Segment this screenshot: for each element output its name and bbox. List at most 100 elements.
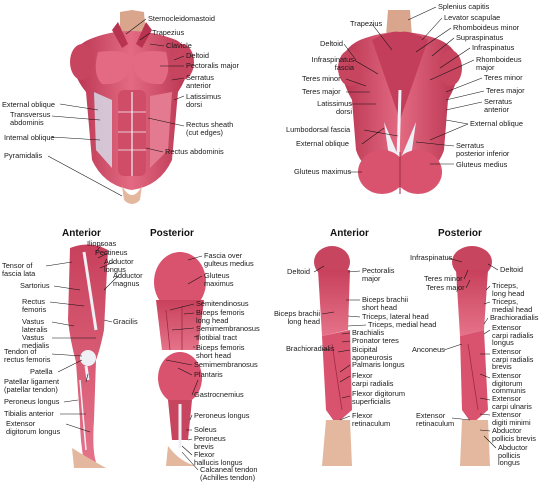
label-fascia-gluteus-medius: Fascia over gulteus medius <box>204 251 254 268</box>
label-soleus: Soleus <box>194 425 217 434</box>
leader-line <box>415 27 452 53</box>
leader-line <box>339 364 351 373</box>
leader-line <box>171 77 185 81</box>
label-peroneus-brevis: Peroneus brevis <box>194 434 226 451</box>
back-torso-figure <box>338 10 462 194</box>
leader-line <box>341 395 351 399</box>
label-gluteus-medius-back: Gluteus medius <box>456 160 508 169</box>
label-iliopsoas: Iliopsoas <box>87 239 117 248</box>
leader-line <box>183 312 195 315</box>
label-rectus-femoris: Rectus femoris <box>22 297 47 314</box>
label-infraspinatus-arm: Infraspinatus <box>410 253 453 262</box>
leader-line <box>187 438 193 441</box>
leader-line <box>177 367 193 376</box>
leader-line <box>171 327 195 331</box>
leader-line <box>95 243 103 253</box>
label-adductor-magnus: Adductor magnus <box>113 271 143 288</box>
leader-line <box>343 43 357 61</box>
leader-line <box>487 263 499 271</box>
label-triceps-medial-front: Triceps, medial head <box>368 320 437 329</box>
leader-line <box>63 399 79 403</box>
label-patella: Patella <box>30 367 53 376</box>
leader-line <box>451 417 471 421</box>
label-gluteus-maximus-leg: Gluteus maximus <box>204 271 234 288</box>
label-flexor-hallucis-longus: Flexor hallucis longus <box>194 450 243 467</box>
heading-leg-posterior: Posterior <box>150 228 194 239</box>
label-pronator-teres: Pronator teres <box>352 336 399 345</box>
label-deltoid-arm-front: Deltoid <box>287 267 311 276</box>
anterior-leg-figure <box>68 244 108 468</box>
leader-line <box>169 303 195 311</box>
label-anconeus: Anconeus <box>412 345 445 354</box>
label-extensor-carpi-radialis-longus: Extensor carpi radialis longus <box>492 323 534 348</box>
label-semimembranosus-2: Semimembranosus <box>194 360 258 369</box>
leader-line <box>479 373 491 379</box>
label-supraspinatus: Supraspinatus <box>456 33 504 42</box>
leader-line <box>483 317 489 325</box>
label-semitendinosus: Semitendinosus <box>196 299 249 308</box>
label-vastus-lateralis: Vastus lateralis <box>22 317 48 334</box>
leader-line <box>53 285 81 291</box>
leader-line <box>439 47 471 69</box>
label-latissimus-dorsi-back: Latissimus dorsi <box>317 99 352 116</box>
label-splenius-capitis: Splenius capitis <box>438 2 490 11</box>
label-extensor-digitorum-communis: Extensor digitorum communis <box>492 371 526 396</box>
label-abductor-pollicis-longus: Abductor pollicis longus <box>498 443 528 468</box>
leader-line <box>415 141 455 147</box>
label-extensor-digiti-minimi: Extensor digiti minimi <box>492 410 531 427</box>
label-flexor-retinaculum: Flexor retinaculum <box>352 411 391 428</box>
label-internal-oblique: Internal oblique <box>4 133 55 142</box>
label-sternocleidomastoid: Sternocleidomastoid <box>148 14 215 23</box>
label-iliotibial-tract: Iliotibial tract <box>196 333 238 342</box>
leader-line <box>361 127 385 145</box>
label-teres-major-back: Teres major <box>302 87 341 96</box>
label-tibialis-anterior: Tibialis anterior <box>4 409 54 418</box>
label-patellar-ligament: Patellar ligament (patellar tendon) <box>4 377 60 394</box>
leader-line <box>191 379 199 396</box>
leader-line <box>45 261 73 267</box>
label-plantaris: Plantaris <box>194 370 223 379</box>
heading-arm-posterior: Posterior <box>438 228 482 239</box>
leader-line <box>59 103 99 111</box>
label-teres-minor-back-r: Teres minor <box>484 73 523 82</box>
label-rhomboideus-major: Rhomboideus major <box>476 55 522 72</box>
heading-leg-anterior: Anterior <box>62 228 101 239</box>
label-latissimus-dorsi-front: Latissimus dorsi <box>186 92 221 109</box>
leader-line <box>187 275 203 285</box>
leader-line <box>193 335 199 338</box>
leader-line <box>165 359 193 366</box>
anterior-arm-figure <box>314 246 352 466</box>
label-pyramidalis: Pyramidalis <box>4 151 43 160</box>
label-extensor-retinaculum: Extensor retinaculum <box>416 411 455 428</box>
label-pectineus: Pectineus <box>95 248 128 257</box>
label-deltoid-back: Deltoid <box>320 39 344 48</box>
label-sartorius: Sartorius <box>20 281 50 290</box>
leader-line <box>313 265 325 273</box>
label-rhomboideus-minor: Rhomboideus minor <box>453 23 520 32</box>
leader-line <box>431 37 455 57</box>
leader-line <box>347 270 361 273</box>
leader-line <box>65 423 91 433</box>
leader-line <box>347 315 361 318</box>
label-extensor-digitorum-longus-leg: Extensor digitorum longus <box>6 419 61 436</box>
label-gluteus-maximus-back: Gluteus maximus <box>294 167 352 176</box>
leader-line <box>443 343 463 351</box>
leader-line <box>341 332 351 335</box>
leader-line <box>483 435 497 449</box>
leader-line <box>173 55 185 61</box>
label-palmaris-longus: Palmaris longus <box>352 360 405 369</box>
leader-line <box>51 136 101 141</box>
label-pectoralis-major-front: Pectoralis major <box>186 61 239 70</box>
label-infraspinatus-fascia: Infraspinatus fascia <box>311 55 354 72</box>
leader-line <box>103 319 113 323</box>
leader-line <box>445 119 469 125</box>
label-biceps-brachii-short: Biceps brachii short head <box>362 295 409 312</box>
leader-line <box>483 301 491 305</box>
leader-lines <box>45 6 499 471</box>
label-levator-scapulae: Levator scapulae <box>444 13 501 22</box>
leader-line <box>463 269 469 280</box>
label-tensor-fascia-lata: Tensor of fascia lata <box>2 261 36 278</box>
leader-line <box>125 18 147 35</box>
label-triceps-lateral-front: Triceps, lateral head <box>362 312 429 321</box>
